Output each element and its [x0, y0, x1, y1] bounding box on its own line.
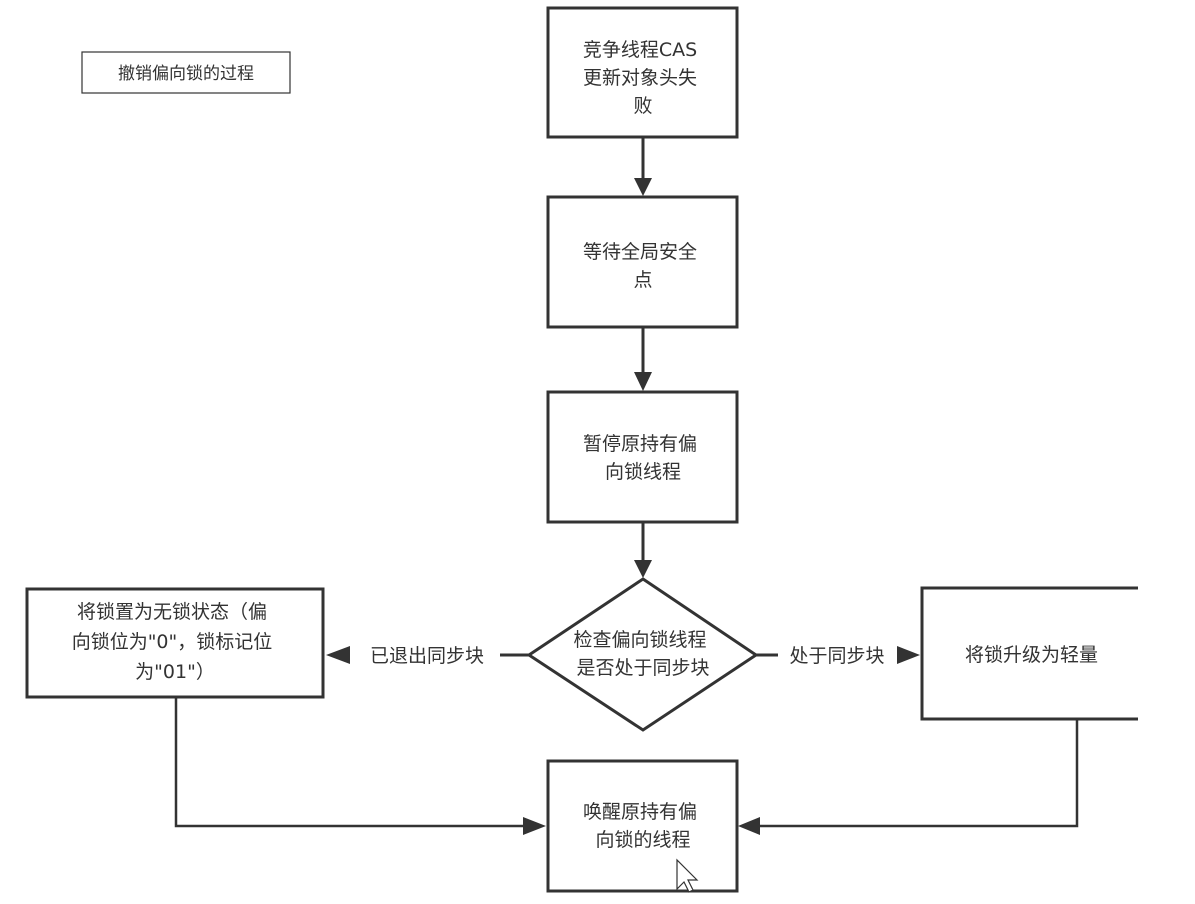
arrowhead [634, 178, 652, 196]
node-suspend [546, 390, 739, 524]
arrow-cursor-icon [676, 858, 699, 893]
edge-unlock-to-wake [174, 697, 525, 828]
arrowhead [897, 646, 920, 664]
diagram-title: 撤销偏向锁的过程 [118, 64, 254, 84]
node-safepoint-label: 等待全局安全 点 [583, 241, 703, 291]
node-check-label: 检查偏向锁线程 是否处于同步块 [573, 629, 712, 679]
arrowhead [738, 817, 760, 835]
arrowhead [326, 646, 350, 664]
arrowhead [634, 560, 652, 578]
edge-in-block-label: 处于同步块 [789, 645, 884, 667]
node-upgrade-label: 将锁升级为轻量 [965, 644, 1098, 666]
node-cas-fail-label: 竞争线程CAS 更新对象头失 败 [583, 39, 703, 117]
node-unlock-label: 将锁置为无锁状态（偏 向锁位为"0"，锁标记位 为"01"） [72, 601, 279, 683]
node-check-diamond [526, 577, 759, 732]
edge-upgrade-to-wake [758, 719, 1079, 828]
node-suspend-label: 暂停原持有偏 向锁线程 [583, 433, 703, 483]
arrowhead [523, 817, 546, 835]
node-wake-label: 唤醒原持有偏 向锁的线程 [583, 801, 703, 851]
title-box [81, 51, 291, 94]
node-upgrade [920, 586, 1138, 721]
edge-exited-label: 已退出同步块 [370, 645, 484, 667]
arrowhead [634, 372, 652, 391]
node-wake [546, 759, 739, 893]
